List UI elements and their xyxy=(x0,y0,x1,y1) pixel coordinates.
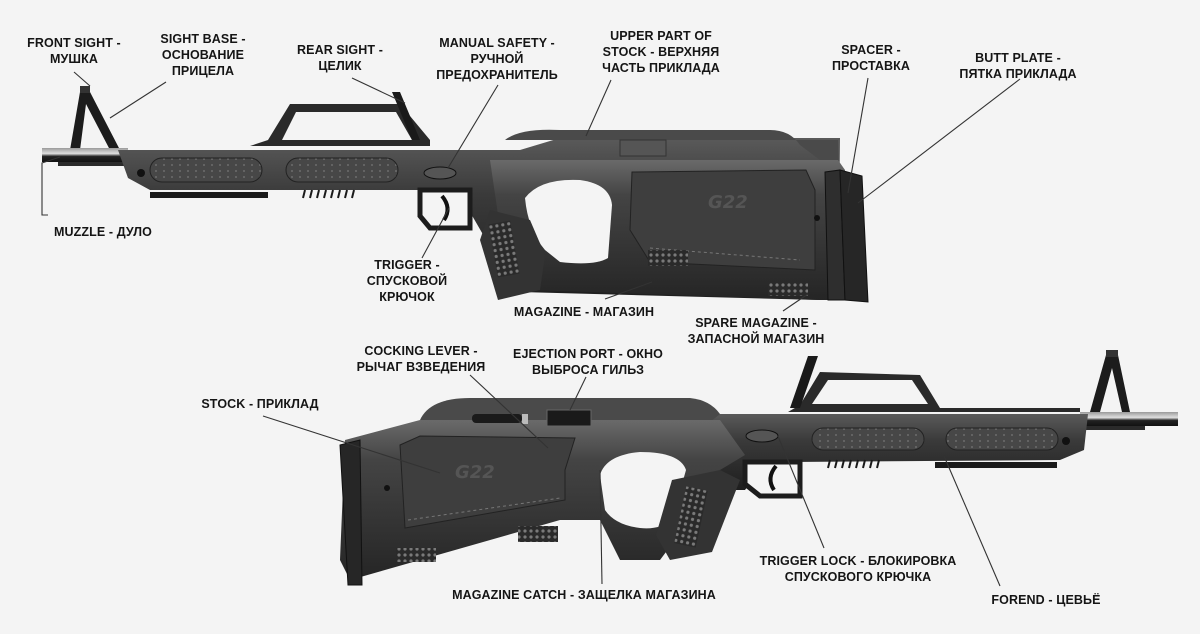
label-forend: FOREND - ЦЕВЬЁ xyxy=(991,593,1101,607)
label-spacer: SPACER - ПРОСТАВКА xyxy=(831,43,911,73)
svg-text:G22: G22 xyxy=(708,192,748,213)
bottom-rifle: G22 xyxy=(339,350,1178,586)
label-ejection-port: EJECTION PORT - ОКНО ВЫБРОСА ГИЛЬЗ xyxy=(513,347,663,377)
leader-lines xyxy=(41,71,1021,587)
label-upper-part-of-stock: UPPER PART OF STOCK - ВЕРХНЯЯ ЧАСТЬ ПРИК… xyxy=(602,29,720,75)
label-sight-base: SIGHT BASE - ОСНОВАНИЕ ПРИЦЕЛА xyxy=(160,32,246,78)
label-trigger: TRIGGER - СПУСКОВОЙ КРЮЧОК xyxy=(366,258,448,304)
label-muzzle: MUZZLE - ДУЛО xyxy=(54,225,152,239)
label-stock: STOCK - ПРИКЛАД xyxy=(201,397,319,411)
label-rear-sight: REAR SIGHT - ЦЕЛИК xyxy=(297,43,383,73)
label-magazine-catch: MAGAZINE CATCH - ЗАЩЕЛКА МАГАЗИНА xyxy=(452,588,716,602)
label-manual-safety: MANUAL SAFETY - РУЧНОЙ ПРЕДОХРАНИТЕЛЬ xyxy=(436,36,558,82)
label-cocking-lever: COCKING LEVER - РЫЧАГ ВЗВЕДЕНИЯ xyxy=(356,344,486,374)
label-magazine: MAGAZINE - МАГАЗИН xyxy=(513,305,655,319)
label-spare-magazine: SPARE MAGAZINE - ЗАПАСНОЙ МАГАЗИН xyxy=(687,316,825,346)
svg-text:G22: G22 xyxy=(455,462,495,483)
label-trigger-lock: TRIGGER LOCK - БЛОКИРОВКА СПУСКОВОГО КРЮ… xyxy=(759,554,957,584)
top-rifle: G22 xyxy=(42,86,869,303)
label-front-sight: FRONT SIGHT - МУШКА xyxy=(27,36,121,66)
label-butt-plate: BUTT PLATE - ПЯТКА ПРИКЛАДА xyxy=(959,51,1077,81)
